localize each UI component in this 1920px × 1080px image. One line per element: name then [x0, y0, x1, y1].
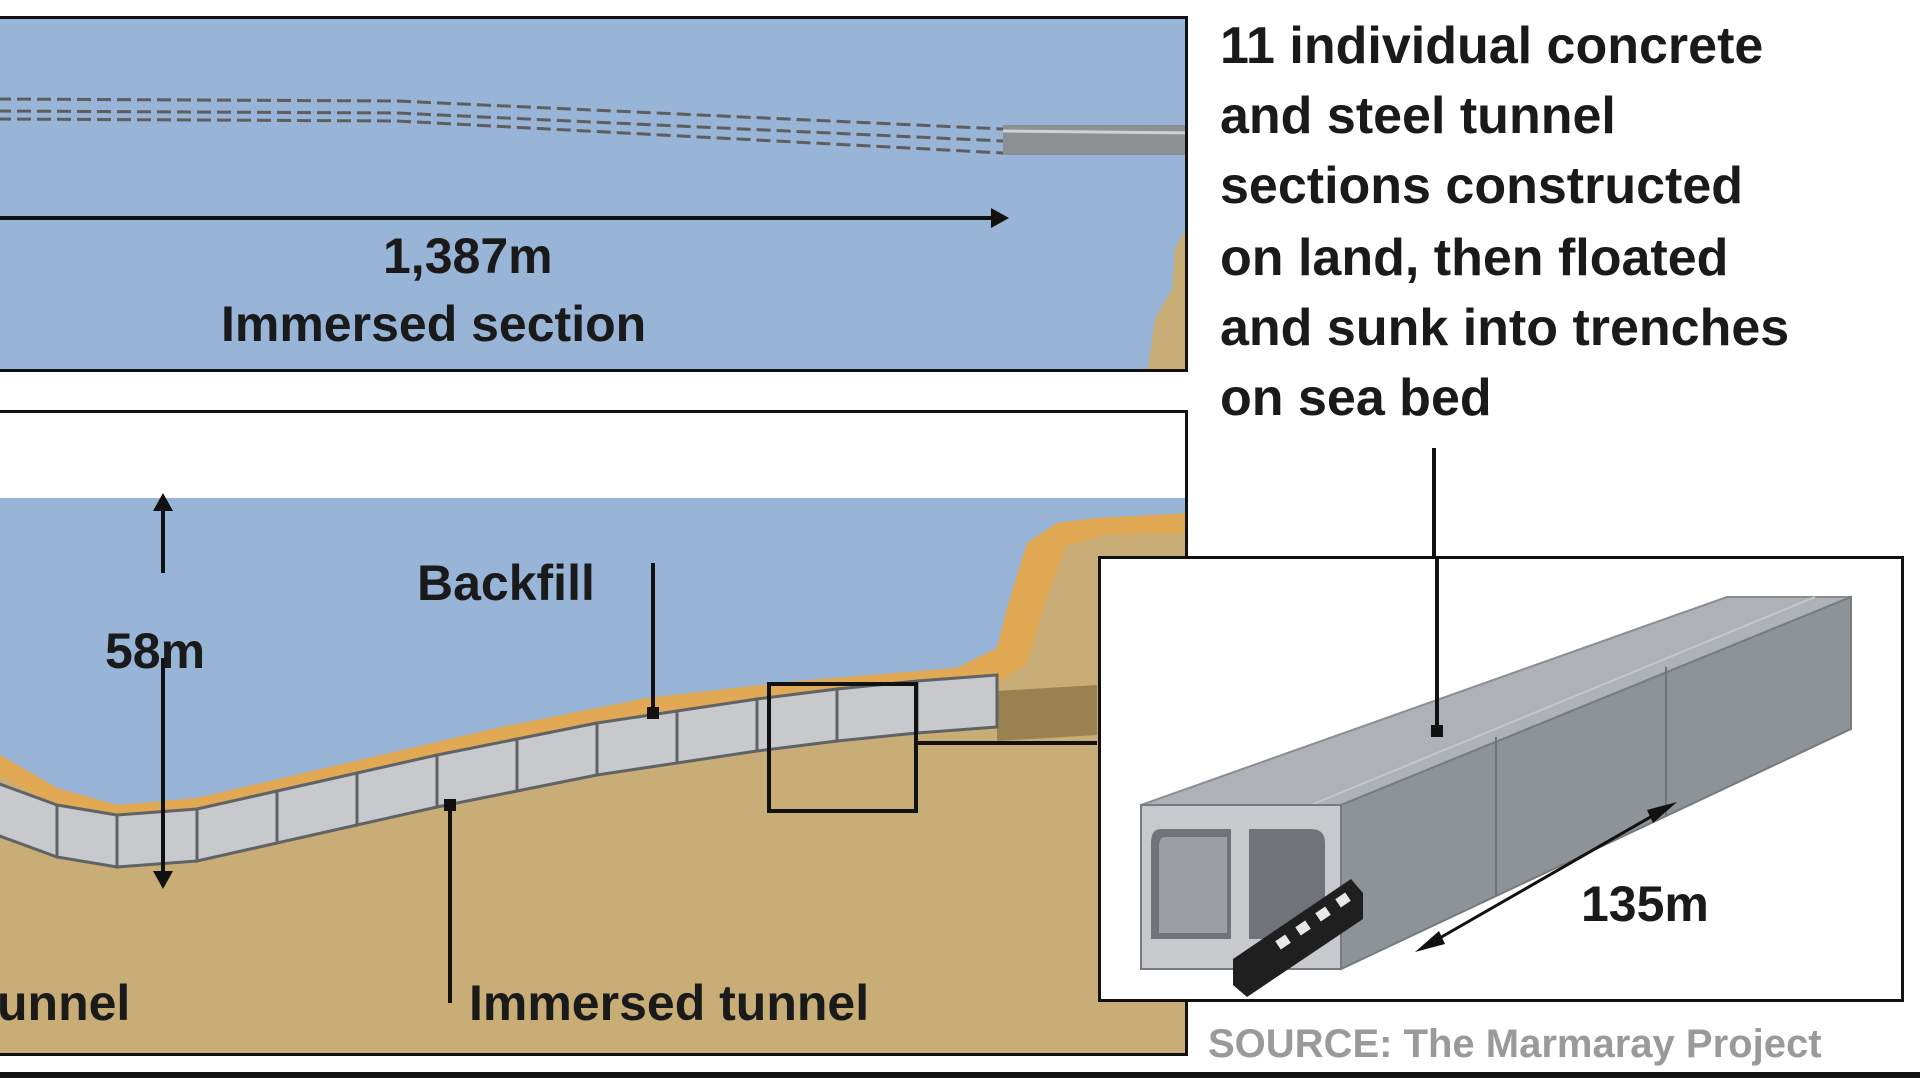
immersed-section-label: Immersed section [221, 296, 647, 352]
tunnel-dashed-lower [0, 117, 1004, 155]
backfill-label: Backfill [417, 555, 595, 611]
immersed-length-value: 1,387m [383, 228, 553, 284]
section-length-arrow-head-right [1647, 802, 1677, 823]
tunnel-segment [115, 807, 199, 869]
seabed [0, 513, 1185, 1053]
land-right [1147, 230, 1185, 369]
top-view-drawing [0, 97, 1185, 369]
immersed-tunnel-label: Immersed tunnel [469, 975, 870, 1031]
tunnel-solid-land [1003, 125, 1185, 155]
section-length-arrow-line [1430, 809, 1662, 945]
tunnel-segment [595, 709, 679, 777]
left-tunnel-label: unnel [0, 975, 131, 1031]
tunnel-section-3d [1140, 559, 1852, 997]
backfill-pointer-dot [647, 707, 659, 719]
cross-section-drawing [0, 493, 1185, 1053]
section-length-arrow-head-left [1415, 931, 1445, 952]
tunnel-segment [55, 803, 119, 869]
depth-value: 58m [105, 623, 206, 679]
tunnel-dashed-middle [0, 109, 1004, 143]
immersed-tunnel-pointer-dot [444, 799, 456, 811]
section-length-value: 135m [1581, 876, 1709, 932]
tunnel-section-inset: 135m [1098, 556, 1904, 1002]
tunnel-segment [675, 697, 759, 765]
description-line-6: on sea bed [1220, 369, 1492, 427]
tunnel-dashed-upper [0, 97, 1004, 131]
backfill-layer [0, 513, 1185, 818]
description-pointer-dot [1431, 725, 1443, 737]
length-arrow-head [991, 208, 1009, 228]
tunnel-segment [915, 673, 999, 735]
description-line-3: sections constructed [1220, 157, 1744, 215]
tunnel-segment [835, 679, 919, 743]
land-tunnel-approach [997, 685, 1097, 741]
train-icon [1233, 879, 1363, 997]
depth-arrow-head-down [153, 871, 173, 889]
source-credit: SOURCE: The Marmaray Project [1208, 1022, 1822, 1066]
depth-arrow-head-up [153, 493, 173, 511]
cross-section-panel: 58m Backfill unnel Immersed tunnel [0, 410, 1188, 1056]
zoom-highlight-box [767, 682, 918, 813]
description-line-1: 11 individual concrete [1220, 17, 1764, 75]
immersed-tunnel-segments [0, 673, 999, 869]
description-line-5: and sunk into trenches [1220, 299, 1790, 357]
bottom-rule [0, 1072, 1920, 1078]
top-view-panel: 1,387m Immersed section [0, 16, 1188, 372]
description-line-4: on land, then floated [1220, 229, 1729, 287]
description-line-2: and steel tunnel [1220, 87, 1616, 145]
